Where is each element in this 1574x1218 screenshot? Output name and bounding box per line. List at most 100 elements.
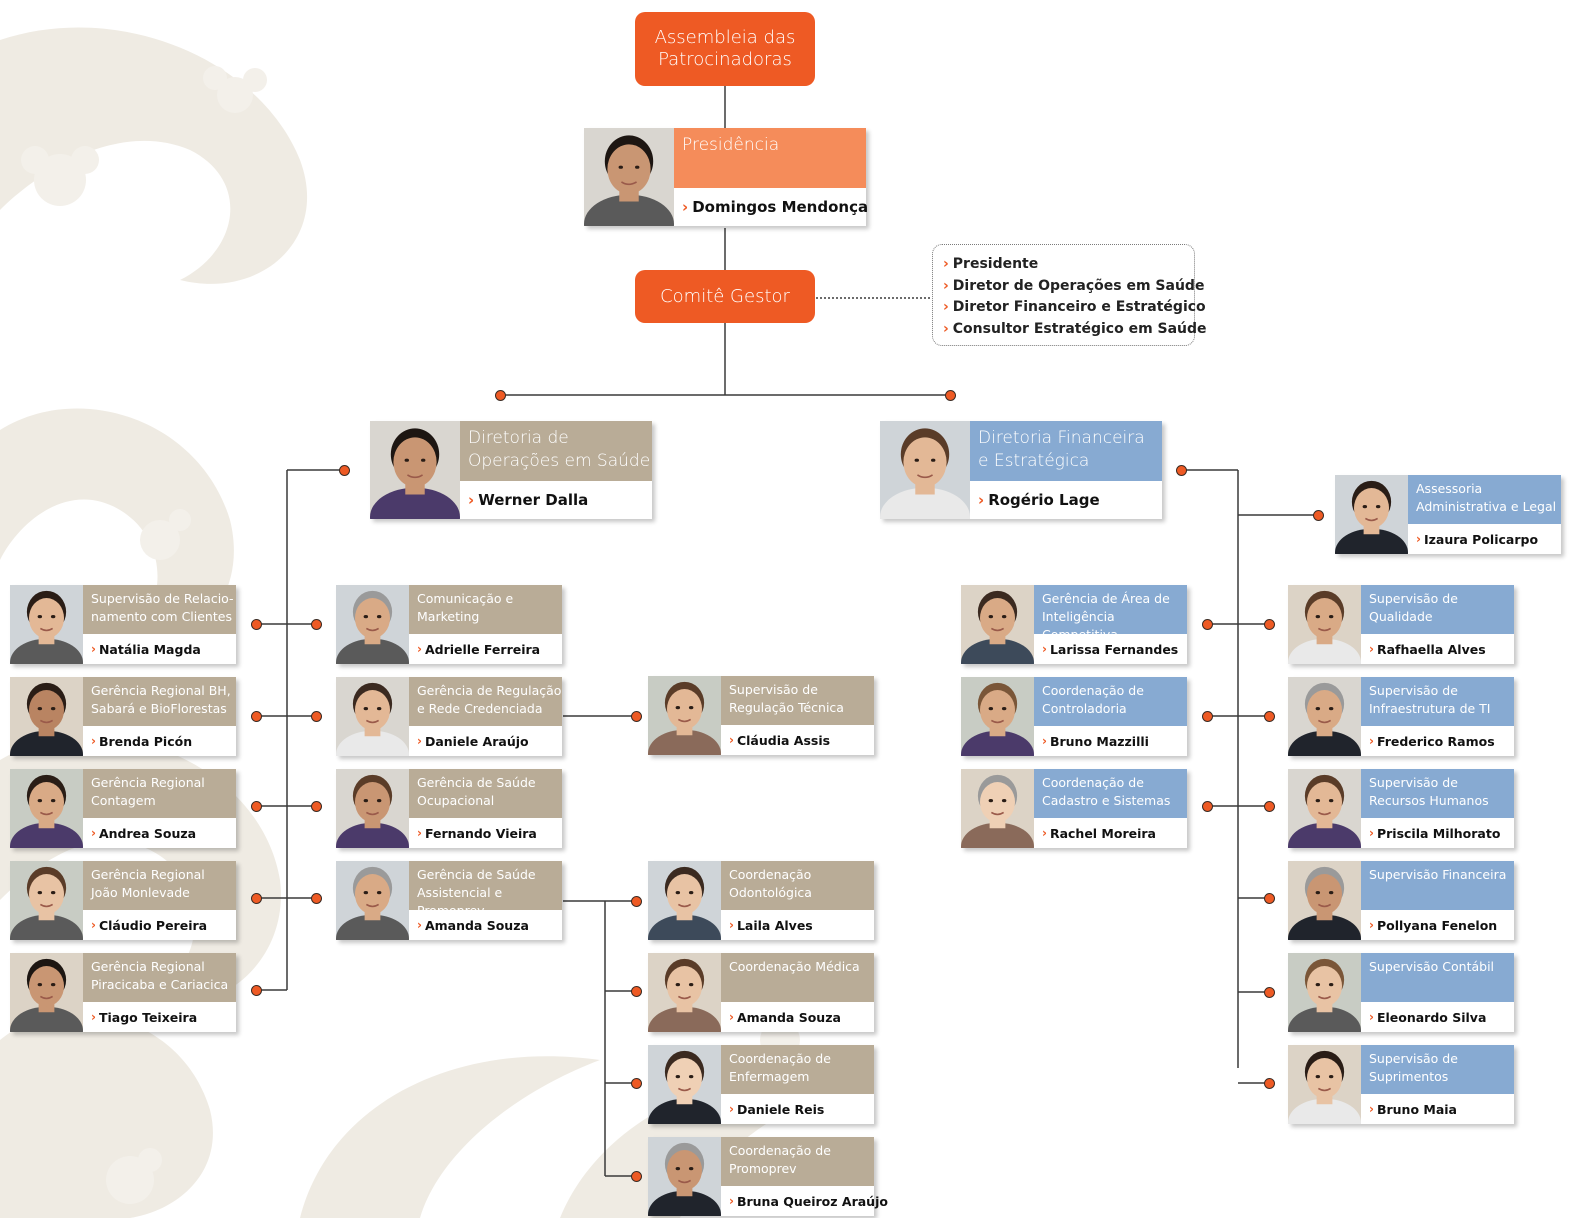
connector-dot — [338, 464, 350, 476]
role-title: Diretoria Financeira e Estratégica — [970, 421, 1162, 481]
org-card: Assessoria Administrativa e Legal›Izaura… — [1335, 475, 1561, 554]
person-name: Cláudio Pereira — [98, 917, 208, 933]
person-photo — [1335, 475, 1408, 554]
person-name-row: ›Frederico Ramos — [1361, 726, 1514, 756]
connector-dot — [1263, 892, 1275, 904]
person-name-row: ›Izaura Policarpo — [1408, 524, 1561, 554]
role-title: Gerência de Regulação e Rede Credenciada — [409, 677, 562, 726]
role-title: Assessoria Administrativa e Legal — [1408, 475, 1561, 524]
person-name-row: ›Bruno Mazzilli — [1034, 726, 1187, 756]
connector-dot — [310, 618, 322, 630]
person-name: Andrea Souza — [98, 825, 197, 841]
org-card: Gerência de Saúde Assistencial e Promopr… — [336, 861, 562, 940]
role-title: Gerência Regional Contagem — [83, 769, 236, 818]
role-title: Gerência de Área de Inteligência Competi… — [1034, 585, 1187, 642]
person-photo — [1288, 861, 1361, 940]
committee-members-box: ›Presidente ›Diretor de Operações em Saú… — [932, 244, 1207, 346]
org-card: Gerência Regional João Monlevade›Cláudio… — [10, 861, 236, 940]
person-name: Adrielle Ferreira — [424, 641, 541, 657]
chevron-right-icon: › — [91, 734, 96, 748]
person-name: Natália Magda — [98, 641, 201, 657]
person-photo — [1288, 769, 1361, 848]
connector-dot — [1263, 710, 1275, 722]
connector-dot — [250, 892, 262, 904]
person-name: Werner Dalla — [478, 491, 589, 509]
person-name: Pollyana Fenelon — [1376, 917, 1498, 933]
chevron-right-icon: › — [1042, 642, 1047, 656]
role-title: Comunicação e Marketing — [409, 585, 562, 634]
org-card: Gerência de Regulação e Rede Credenciada… — [336, 677, 562, 756]
person-name-row: ›Eleonardo Silva — [1361, 1002, 1514, 1032]
person-photo — [336, 677, 409, 756]
org-card: Coordenação de Promoprev›Bruna Queiroz A… — [648, 1137, 888, 1216]
role-title: Supervisão de Suprimentos — [1361, 1045, 1514, 1094]
person-photo — [648, 1045, 721, 1124]
org-card: Supervisão de Qualidade›Rafhaella Alves — [1288, 585, 1514, 664]
person-photo — [10, 677, 83, 756]
chevron-right-icon: › — [978, 491, 985, 509]
connector-dot — [310, 892, 322, 904]
org-card: Coordenação de Enfermagem›Daniele Reis — [648, 1045, 874, 1124]
assembly-label: Assembleia das Patrocinadoras — [654, 27, 796, 70]
person-name-row: ›Rafhaella Alves — [1361, 634, 1514, 664]
org-card: Diretoria Financeira e Estratégica ›Rogér… — [880, 421, 1162, 519]
person-name: Cláudia Assis — [736, 732, 831, 748]
chevron-right-icon: › — [1369, 1010, 1374, 1024]
person-name-row: ›Werner Dalla — [460, 481, 652, 519]
chevron-right-icon: › — [1369, 734, 1374, 748]
connector-dot — [630, 710, 642, 722]
person-photo — [1288, 585, 1361, 664]
person-name: Frederico Ramos — [1376, 733, 1495, 749]
role-title: Supervisão de Recursos Humanos — [1361, 769, 1514, 818]
org-card: Coordenação de Controladoria›Bruno Mazzi… — [961, 677, 1187, 756]
person-name: Tiago Teixeira — [98, 1009, 198, 1025]
chevron-right-icon: › — [91, 642, 96, 656]
chevron-right-icon: › — [417, 734, 422, 748]
org-card: Presidência›Domingos Mendonça — [584, 128, 868, 226]
chevron-right-icon: › — [1042, 826, 1047, 840]
chevron-right-icon: › — [1369, 642, 1374, 656]
org-card: Coordenação de Cadastro e Sistemas›Rache… — [961, 769, 1187, 848]
person-name: Amanda Souza — [736, 1009, 841, 1025]
connector-dot — [630, 895, 642, 907]
committee-member: ›Presidente — [943, 256, 1039, 272]
person-photo — [961, 769, 1034, 848]
chevron-right-icon: › — [729, 1102, 734, 1116]
role-title: Gerência Regional BH, Sabará e BioFlores… — [83, 677, 236, 726]
connector-dot — [1263, 800, 1275, 812]
connector-dot — [1312, 509, 1324, 521]
connector-dot — [630, 1170, 642, 1182]
person-photo — [648, 676, 721, 755]
person-name-row: ›Domingos Mendonça — [674, 188, 868, 226]
person-photo — [961, 585, 1034, 664]
role-title: Gerência Regional João Monlevade — [83, 861, 236, 910]
org-card: Supervisão de Recursos Humanos›Priscila … — [1288, 769, 1514, 848]
connector-dot — [494, 389, 506, 401]
person-name-row: ›Bruna Queiroz Araújo — [721, 1186, 888, 1216]
person-name-row: ›Larissa Fernandes — [1034, 634, 1187, 664]
committee-member: ›Diretor de Operações em Saúde — [943, 277, 1205, 294]
org-card: Supervisão de Relacio- namento com Clien… — [10, 585, 236, 664]
person-name-row: ›Andrea Souza — [83, 818, 236, 848]
person-name-row: ›Brenda Picón — [83, 726, 236, 756]
org-card: Gerência de Saúde Ocupacional›Fernando V… — [336, 769, 562, 848]
org-card: Supervisão de Regulação Técnica›Cláudia … — [648, 676, 874, 755]
chevron-right-icon: › — [729, 918, 734, 932]
person-name: Rogério Lage — [988, 491, 1100, 509]
role-title: Coordenação de Promoprev — [721, 1137, 874, 1186]
person-name: Laila Alves — [736, 917, 813, 933]
committee-label: Comitê Gestor — [660, 285, 790, 307]
person-name: Izaura Policarpo — [1423, 531, 1539, 547]
committee-member: ›Diretor Financeiro e Estratégico — [943, 299, 1206, 315]
chevron-right-icon: › — [468, 491, 475, 509]
committee-box: Comitê Gestor — [635, 270, 815, 323]
person-name: Bruna Queiroz Araújo — [736, 1193, 888, 1209]
chevron-right-icon: › — [729, 733, 734, 747]
chevron-right-icon: › — [1369, 918, 1374, 932]
person-name: Brenda Picón — [98, 733, 193, 749]
person-photo — [584, 128, 674, 226]
person-name: Larissa Fernandes — [1049, 641, 1179, 657]
org-card: Coordenação Odontológica›Laila Alves — [648, 861, 874, 940]
person-name: Amanda Souza — [424, 917, 529, 933]
connector-dot — [1201, 618, 1213, 630]
